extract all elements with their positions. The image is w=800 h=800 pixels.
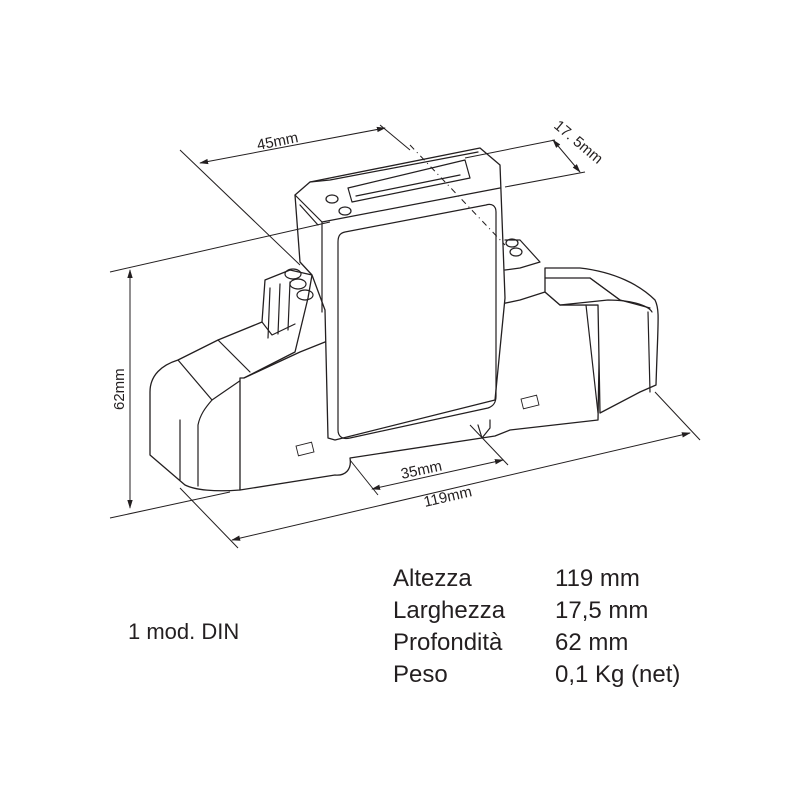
- spec-value: 17,5 mm: [555, 597, 649, 624]
- spec-label: Profondità: [393, 629, 503, 656]
- spec-row-width: Larghezza 17,5 mm: [393, 595, 680, 627]
- spec-row-depth: Profondità 62 mm: [393, 627, 680, 659]
- module-size-label: 1 mod. DIN: [128, 619, 240, 644]
- spec-label: Altezza: [393, 565, 472, 592]
- spec-row-weight: Peso 0,1 Kg (net): [393, 659, 680, 691]
- dim-label-35mm: 35mm: [399, 458, 443, 483]
- dim-label-119mm: 119mm: [422, 483, 473, 511]
- spec-value: 119 mm: [555, 565, 640, 592]
- dimension-62mm: 62mm: [109, 221, 331, 519]
- spec-value: 0,1 Kg (net): [555, 661, 681, 688]
- spec-label: Larghezza: [393, 597, 506, 624]
- dim-label-17-5mm: 17. 5mm: [550, 117, 606, 168]
- spec-table: Altezza 119 mm Larghezza 17,5 mm Profond…: [393, 563, 680, 691]
- spec-value: 62 mm: [555, 629, 629, 656]
- spec-label: Peso: [393, 661, 448, 688]
- spec-row-height: Altezza 119 mm: [393, 563, 680, 595]
- device-body: [149, 144, 659, 492]
- dim-label-45mm: 45mm: [256, 129, 300, 154]
- dim-label-62mm: 62mm: [111, 368, 128, 410]
